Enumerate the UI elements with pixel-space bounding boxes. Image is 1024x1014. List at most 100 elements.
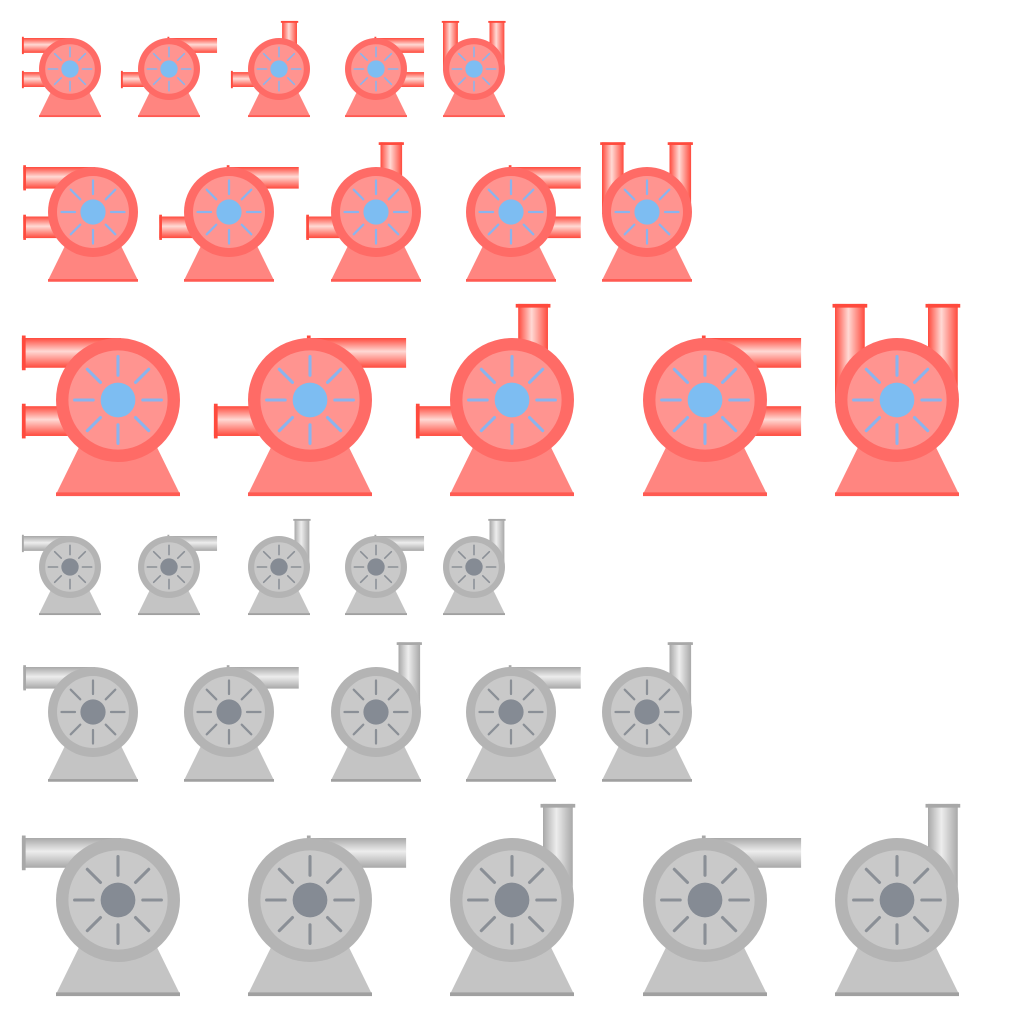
impeller-hub [363, 699, 389, 725]
impeller-spoke [623, 688, 636, 701]
impeller-spoke [479, 867, 497, 885]
impeller-spoke [240, 688, 253, 701]
impeller-spoke [522, 188, 535, 201]
impeller-hub [270, 60, 288, 78]
impeller-spoke [359, 76, 369, 86]
impeller-spoke [262, 550, 272, 560]
pipe-flange [21, 835, 26, 871]
impeller-spoke [205, 723, 218, 736]
impeller-spoke [387, 188, 400, 201]
pipe-flange [396, 642, 422, 645]
centrifugal-pump-icon-red-medium-3 [306, 142, 421, 282]
centrifugal-pump-icon-gray-small-5 [443, 518, 506, 616]
pipe-flange [925, 803, 961, 808]
pump-base-edge [331, 779, 421, 782]
impeller-spoke [286, 52, 296, 62]
impeller-hub [160, 558, 178, 576]
impeller-spoke [53, 550, 63, 560]
pipe-flange [293, 518, 311, 521]
pump-base-edge [39, 613, 101, 616]
impeller-hub [80, 199, 106, 225]
impeller-spoke [522, 688, 535, 701]
impeller-spoke [133, 915, 151, 933]
impeller-hub [216, 199, 242, 225]
centrifugal-pump-icon-gray-small-1 [21, 534, 101, 616]
impeller-spoke [658, 188, 671, 201]
impeller-spoke [104, 723, 117, 736]
pump-base-edge [248, 992, 372, 997]
impeller-spoke [286, 550, 296, 560]
impeller-spoke [623, 223, 636, 236]
centrifugal-pump-icon-gray-large-2 [248, 835, 407, 997]
pump-base-edge [184, 779, 274, 782]
impeller-spoke [352, 688, 365, 701]
impeller-spoke [152, 550, 162, 560]
impeller-spoke [479, 367, 497, 385]
impeller-spoke [457, 574, 467, 584]
centrifugal-pump-icon-red-small-3 [230, 20, 310, 118]
pump-base-edge [443, 115, 505, 118]
pipe-flange [159, 214, 162, 240]
impeller-spoke [383, 52, 393, 62]
impeller-spoke [383, 574, 393, 584]
impeller-spoke [240, 723, 253, 736]
centrifugal-pump-icon-red-medium-1 [23, 165, 138, 282]
impeller-spoke [262, 52, 272, 62]
impeller-hub [879, 382, 915, 418]
centrifugal-pump-icon-gray-small-3 [248, 518, 311, 616]
centrifugal-pump-icon-red-medium-5 [600, 142, 693, 282]
impeller-spoke [912, 867, 930, 885]
impeller-spoke [720, 867, 738, 885]
centrifugal-pump-icon-gray-medium-2 [184, 665, 299, 782]
impeller-hub [292, 382, 328, 418]
pipe-flange [23, 165, 26, 191]
pipe-flange [21, 534, 24, 553]
impeller-spoke [487, 223, 500, 236]
impeller-spoke [277, 415, 295, 433]
impeller-spoke [53, 76, 63, 86]
centrifugal-pump-icon-red-large-1 [21, 335, 180, 497]
pipe-flange [488, 20, 506, 23]
impeller-hub [498, 699, 524, 725]
pipe-flange [21, 403, 26, 439]
impeller-spoke [479, 915, 497, 933]
centrifugal-pump-icon-red-small-5 [441, 20, 506, 118]
centrifugal-pump-icon-red-large-4 [643, 335, 802, 497]
impeller-hub [216, 699, 242, 725]
impeller-hub [100, 382, 136, 418]
pump-base-edge [48, 279, 138, 282]
impeller-hub [61, 60, 79, 78]
impeller-spoke [672, 867, 690, 885]
impeller-spoke [325, 415, 343, 433]
impeller-spoke [77, 550, 87, 560]
impeller-hub [687, 882, 723, 918]
impeller-spoke [522, 723, 535, 736]
impeller-spoke [481, 550, 491, 560]
impeller-spoke [912, 915, 930, 933]
impeller-spoke [85, 367, 103, 385]
impeller-spoke [104, 223, 117, 236]
impeller-spoke [352, 723, 365, 736]
impeller-spoke [85, 867, 103, 885]
impeller-spoke [387, 223, 400, 236]
pipe-flange [306, 214, 309, 240]
impeller-spoke [658, 688, 671, 701]
impeller-spoke [176, 574, 186, 584]
impeller-spoke [623, 188, 636, 201]
pump-base-edge [39, 115, 101, 118]
impeller-spoke [487, 688, 500, 701]
impeller-spoke [527, 367, 545, 385]
centrifugal-pump-icon-gray-large-3 [450, 803, 576, 997]
pipe-flange [488, 518, 506, 521]
pipe-flange [23, 214, 26, 240]
impeller-hub [634, 699, 660, 725]
impeller-spoke [672, 367, 690, 385]
impeller-spoke [487, 188, 500, 201]
centrifugal-pump-icon-red-medium-2 [159, 165, 299, 282]
impeller-spoke [205, 223, 218, 236]
impeller-hub [292, 882, 328, 918]
impeller-spoke [77, 52, 87, 62]
centrifugal-pump-icon-red-small-2 [120, 36, 218, 118]
impeller-spoke [277, 367, 295, 385]
